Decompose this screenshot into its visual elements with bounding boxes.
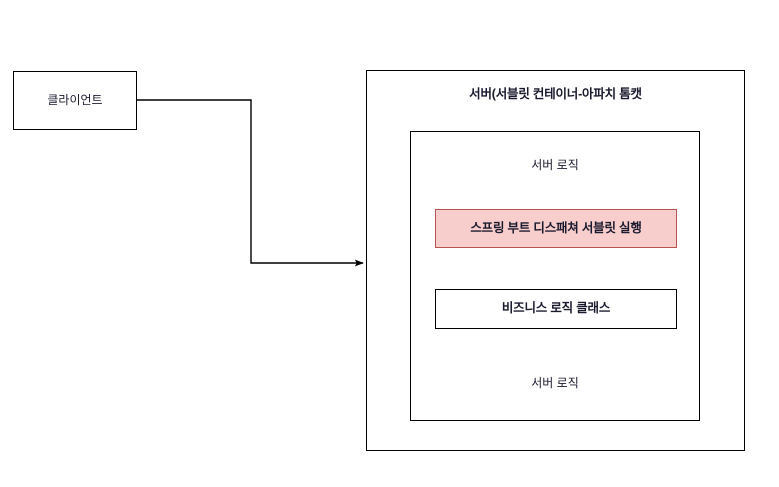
server-logic-bottom-label: 서버 로직 <box>531 375 579 390</box>
business-logic-class-node[interactable]: 비즈니스 로직 클래스 <box>435 289 677 329</box>
server-logic-top-label: 서버 로직 <box>531 157 579 172</box>
client-node-label: 클라이언트 <box>47 93 103 107</box>
edge-client-to-server <box>137 99 364 267</box>
client-node[interactable]: 클라이언트 <box>13 71 137 130</box>
server-container-title: 서버(서블릿 컨테이너-아파치 톰캣 <box>469 87 642 102</box>
dispatcher-servlet-label: 스프링 부트 디스패쳐 서블릿 실행 <box>470 220 642 235</box>
server-logic-container-node[interactable] <box>410 131 700 421</box>
dispatcher-servlet-node[interactable]: 스프링 부트 디스패쳐 서블릿 실행 <box>435 209 677 248</box>
business-logic-class-label: 비즈니스 로직 클래스 <box>501 301 611 316</box>
